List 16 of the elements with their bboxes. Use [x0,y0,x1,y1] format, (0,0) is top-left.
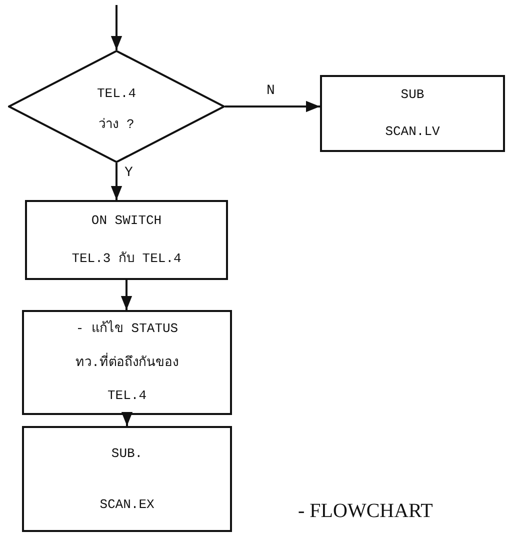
node-text: SUB [400,87,424,104]
node-text: TEL.3 กับ TEL.4 [72,251,182,267]
process-box [25,200,228,280]
node-text: TEL.4 [107,388,146,404]
process-box [22,426,232,532]
node-text: SUB. [111,446,143,462]
decision-diamond [8,50,225,163]
node-text: - แก้ไข STATUS [76,321,178,337]
node-text: SCAN.EX [100,496,154,512]
node-text: ทว.ที่ต่อถึงกันของ [76,354,178,370]
process-box [320,75,505,152]
process-box [22,310,232,415]
node-text: SCAN.LV [385,124,440,140]
node-text: TEL.4 [96,86,136,102]
node-text: ว่าง ? [98,117,134,134]
node-text: ON SWITCH [91,213,162,229]
